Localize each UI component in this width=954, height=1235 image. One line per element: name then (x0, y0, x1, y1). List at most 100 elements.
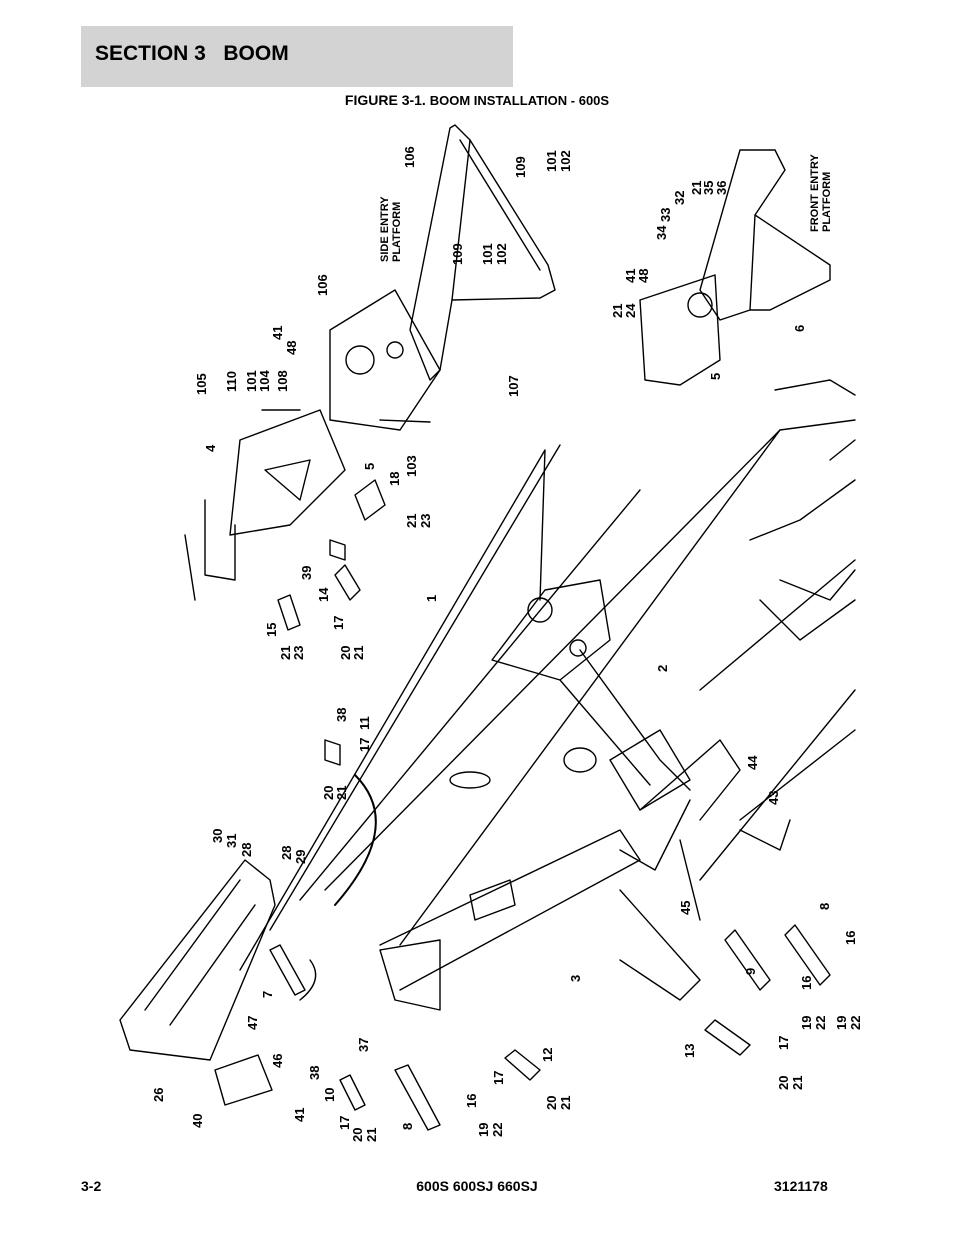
callout: 43 (766, 791, 781, 805)
callout: 101 (480, 243, 495, 265)
front-entry-caption: FRONT ENTRY PLATFORM (809, 154, 833, 232)
callout: 34 (654, 225, 669, 240)
callout: 4 (203, 444, 218, 452)
callout: 16 (843, 931, 858, 945)
callout: 21 (364, 1128, 379, 1142)
side-entry-caption-line2: PLATFORM (391, 202, 403, 262)
callout: 8 (817, 903, 832, 910)
callout: 21 (689, 181, 704, 195)
callout: 15 (264, 623, 279, 637)
callout: 109 (450, 243, 465, 265)
callout: 48 (636, 269, 651, 283)
callout: 20 (350, 1128, 365, 1142)
figure-number: FIGURE 3-1. (344, 92, 426, 108)
callout: 16 (799, 976, 814, 990)
callout: 41 (270, 326, 285, 340)
callout: 38 (334, 708, 349, 722)
callout: 3 (568, 975, 583, 982)
callout: 45 (678, 901, 693, 915)
callout: 103 (404, 455, 419, 477)
callout: 48 (284, 341, 299, 355)
line-art (119, 124, 856, 1131)
callout: 8 (400, 1123, 415, 1130)
callout: 19 (476, 1123, 491, 1137)
callout: 10 (322, 1088, 337, 1102)
callout: 30 (210, 829, 225, 843)
callout: 44 (745, 755, 760, 770)
callout: 22 (490, 1123, 505, 1137)
page-number: 3-2 (81, 1178, 102, 1194)
document-number: 3121178 (774, 1178, 828, 1194)
side-entry-caption-line1: SIDE ENTRY (379, 196, 391, 262)
callout: 19 (799, 1016, 814, 1030)
callout: 108 (275, 370, 290, 392)
callout: 102 (494, 243, 509, 265)
callout: 20 (338, 646, 353, 660)
callout: 20 (776, 1076, 791, 1090)
callout: 21 (790, 1076, 805, 1090)
model-numbers: 600S 600SJ 660SJ (416, 1178, 538, 1194)
callout: 102 (558, 150, 573, 172)
callout: 22 (813, 1016, 828, 1030)
callout: 13 (682, 1044, 697, 1058)
callout: 41 (292, 1108, 307, 1122)
callout: 21 (404, 514, 419, 528)
callout: 20 (544, 1096, 559, 1110)
side-entry-caption: SIDE ENTRY PLATFORM (379, 196, 403, 262)
callout: 17 (337, 1116, 352, 1130)
callout: 35 (701, 181, 716, 195)
callout: 109 (513, 156, 528, 178)
figure-title: FIGURE 3-1. BOOM INSTALLATION - 600S (0, 92, 954, 108)
callout: 18 (387, 472, 402, 486)
callout: 21 (351, 646, 366, 660)
callout-labels: 106 109 101 102 106 109 101 102 107 105 … (151, 146, 863, 1142)
front-entry-caption-line2: PLATFORM (821, 172, 833, 232)
callout: 104 (257, 370, 272, 392)
callout: 17 (776, 1036, 791, 1050)
callout: 40 (190, 1114, 205, 1128)
callout: 23 (418, 514, 433, 528)
callout: 105 (194, 373, 209, 395)
callout: 101 (544, 150, 559, 172)
callout: 17 (357, 738, 372, 752)
callout: 22 (848, 1016, 863, 1030)
callout: 29 (293, 850, 308, 864)
callout: 32 (672, 191, 687, 205)
callout: 24 (623, 303, 638, 318)
front-entry-caption-line1: FRONT ENTRY (809, 154, 821, 232)
figure-caption: BOOM INSTALLATION - 600S (429, 93, 610, 108)
callout: 19 (834, 1016, 849, 1030)
callout: 21 (334, 786, 349, 800)
callout: 17 (491, 1071, 506, 1085)
callout: 31 (224, 834, 239, 848)
callout: 16 (464, 1094, 479, 1108)
callout: 47 (245, 1016, 260, 1030)
callout: 21 (610, 304, 625, 318)
callout: 36 (714, 181, 729, 195)
callout: 14 (316, 587, 331, 602)
callout: 9 (743, 968, 758, 975)
callout: 46 (270, 1054, 285, 1068)
callout: 1 (424, 595, 439, 602)
callout: 17 (331, 616, 346, 630)
boom-installation-diagram: SIDE ENTRY PLATFORM FRONT ENTRY PLATFORM… (119, 124, 863, 1142)
callout: 5 (362, 463, 377, 470)
section-title: SECTION 3 BOOM (95, 42, 289, 65)
callout: 110 (224, 371, 239, 392)
callout: 7 (260, 991, 275, 998)
callout: 41 (623, 269, 638, 283)
callout: 33 (658, 208, 673, 222)
callout: 12 (540, 1048, 555, 1062)
callout: 5 (708, 373, 723, 380)
callout: 28 (239, 843, 254, 857)
callout: 11 (357, 716, 372, 730)
callout: 21 (278, 646, 293, 660)
section-header: SECTION 3 BOOM (81, 26, 513, 87)
callout: 38 (307, 1066, 322, 1080)
callout: 20 (321, 786, 336, 800)
callout: 106 (402, 146, 417, 168)
callout: 28 (279, 846, 294, 860)
callout: 26 (151, 1088, 166, 1102)
callout: 23 (291, 646, 306, 660)
callout: 106 (315, 274, 330, 296)
